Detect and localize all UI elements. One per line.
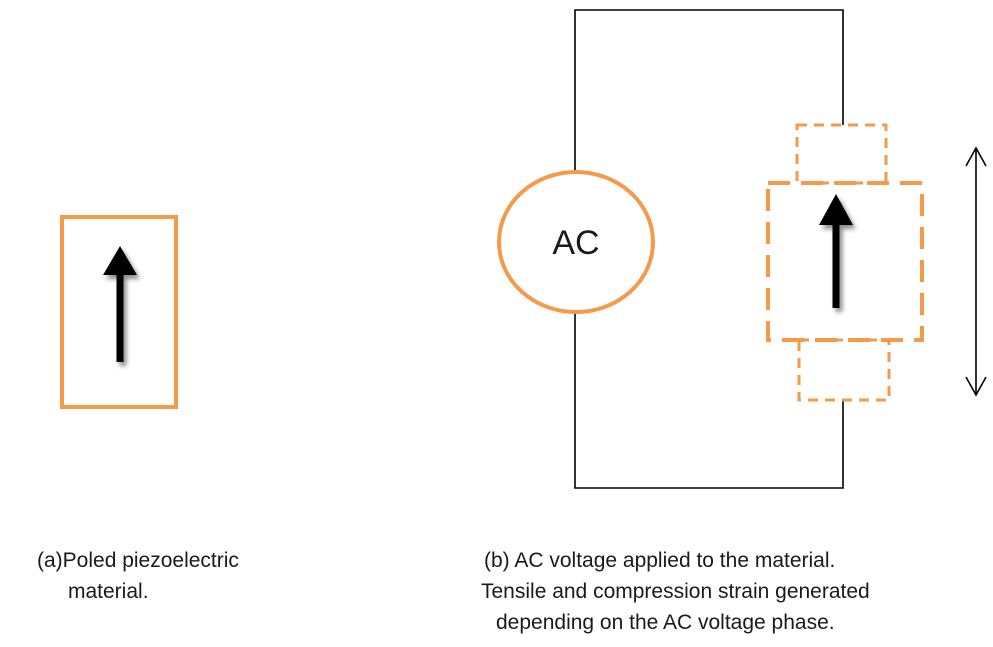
caption-b-line-2: Tensile and compression strain generated <box>481 580 870 603</box>
strained-material <box>766 123 924 402</box>
panel-b: AC <box>497 9 987 489</box>
caption-a-line-1: (a)Poled piezoelectric <box>37 549 239 572</box>
polarization-arrow <box>103 246 137 362</box>
caption-a: (a)Poled piezoelectric material. <box>37 545 239 607</box>
ac-source-label: AC <box>552 224 599 262</box>
ac-source-circle <box>497 170 655 314</box>
panel-a <box>60 215 178 409</box>
strain-double-arrow <box>965 146 987 397</box>
caption-b-line-3: depending on the AC voltage phase. <box>496 611 835 634</box>
compression-extension-bottom <box>797 338 891 402</box>
material-block-dashed <box>766 181 924 342</box>
circuit-wire-top <box>574 9 844 172</box>
caption-a-line-2: material. <box>68 580 149 603</box>
piezo-material-block <box>60 215 178 409</box>
tension-extension-top <box>795 123 888 185</box>
caption-b-line-1: (b) AC voltage applied to the material. <box>484 549 836 572</box>
ac-source: AC <box>497 170 655 314</box>
caption-b: (b) AC voltage applied to the material. … <box>481 545 870 638</box>
polarization-arrow-b <box>819 194 853 308</box>
circuit-wire-bottom <box>574 313 844 489</box>
